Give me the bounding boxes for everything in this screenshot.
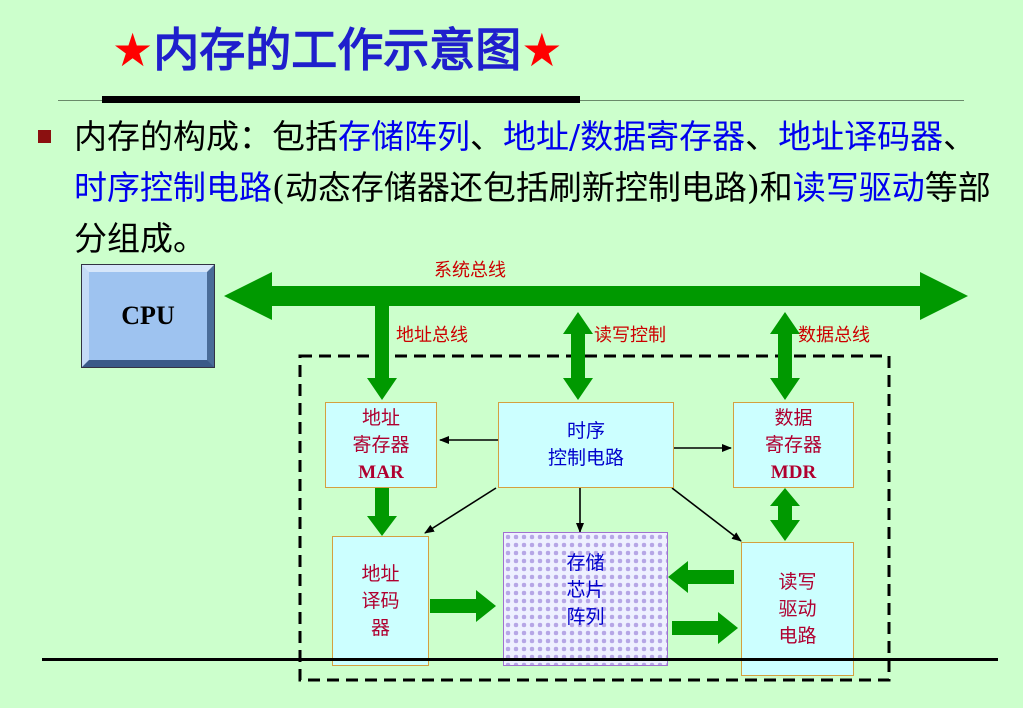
highlight-storage-array: 存储阵列 (338, 117, 470, 156)
cpu-block: CPU (81, 264, 215, 368)
mar-box: 地址 寄存器 MAR (325, 402, 437, 488)
timing-to-decoder-line (424, 487, 497, 534)
description-paragraph: 内存的构成：包括存储阵列、地址/数据寄存器、地址译码器、时序控制电路(动态存储器… (74, 111, 994, 264)
highlight-address-data-register: 地址/数据寄存器 (503, 117, 746, 156)
mdr-line2: 寄存器 (764, 433, 822, 456)
timing-line1: 时序 (566, 420, 605, 442)
data-bus-arrow (770, 312, 800, 400)
star-icon: ★ (521, 23, 563, 77)
system-bus-label: 系统总线 (434, 260, 506, 281)
highlight-address-decoder: 地址译码器 (778, 117, 944, 156)
system-bus-arrow (224, 272, 968, 320)
mdr-rw-arrow (770, 488, 800, 541)
page-title: ★内存的工作示意图★ (112, 22, 672, 78)
mar-to-decoder-arrow (367, 488, 397, 536)
mdr-line3: MDR (770, 461, 817, 483)
rw-driver-box: 读写 驱动 电路 (741, 542, 854, 676)
memory-boundary (298, 354, 891, 682)
rw-control-label: 读写控制 (594, 325, 666, 346)
decoder-to-array-arrow (430, 590, 496, 622)
text-segment: (动态存储器还包括刷新控制电路)和 (272, 168, 793, 207)
array-line1: 存储 (566, 551, 605, 574)
storage-array-box: 存储 芯片 阵列 (503, 532, 668, 666)
highlight-rw-driver: 读写驱动 (792, 168, 925, 207)
timing-control-box: 时序 控制电路 (498, 402, 674, 488)
rw-line2: 驱动 (778, 597, 817, 620)
title-underline (102, 96, 580, 103)
decoder-line3: 器 (370, 616, 390, 639)
title-text: 内存的工作示意图 (153, 23, 522, 77)
text-segment: 内存的构成：包括 (74, 117, 338, 156)
mdr-box: 数据 寄存器 MDR (733, 402, 854, 488)
highlight-timing-control: 时序控制电路 (74, 168, 272, 207)
timing-to-rw-line (671, 487, 742, 542)
rw-control-arrow (563, 312, 593, 400)
data-bus-label: 数据总线 (798, 325, 870, 346)
decoder-line2: 译码 (361, 589, 400, 612)
bullet-square-icon (38, 130, 51, 143)
decoder-line1: 地址 (361, 562, 400, 585)
footer-rule (42, 658, 998, 661)
address-bus-label: 地址总线 (396, 325, 468, 346)
star-icon: ★ (112, 23, 154, 77)
array-line3: 阵列 (566, 605, 605, 628)
rw-to-array-arrow (668, 561, 734, 593)
text-segment: 、 (470, 117, 503, 156)
rw-line3: 电路 (778, 624, 817, 647)
address-bus-arrow (367, 306, 397, 400)
text-segment: 、 (943, 117, 977, 156)
mar-line3: MAR (358, 461, 404, 483)
rw-line1: 读写 (778, 570, 817, 593)
address-decoder-box: 地址 译码 器 (332, 536, 429, 666)
array-to-rw-arrow (672, 612, 738, 644)
mar-line2: 寄存器 (352, 433, 410, 456)
array-line2: 芯片 (566, 578, 605, 601)
mdr-line1: 数据 (774, 406, 813, 429)
timing-line2: 控制电路 (547, 447, 624, 469)
mar-line1: 地址 (361, 406, 400, 429)
text-segment: 、 (745, 117, 779, 156)
text-segment: 等部分组成。 (74, 168, 991, 258)
